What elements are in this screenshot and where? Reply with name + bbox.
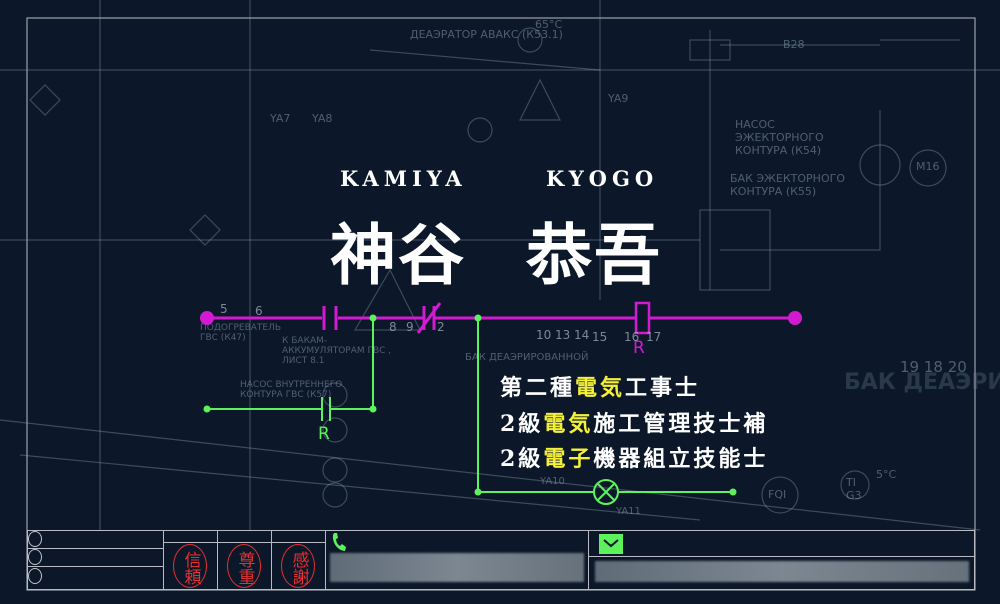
- wire-number: 6: [255, 304, 263, 318]
- bg-label: 65°С: [535, 18, 563, 31]
- lamp: [593, 479, 619, 505]
- qualification-text: 2級: [500, 446, 544, 472]
- name-romaji-given: KYOGO: [546, 166, 659, 191]
- wire-number: 15: [592, 330, 608, 344]
- wire-number: 14: [574, 328, 590, 342]
- qualification: 2級電気施工管理技士補: [500, 406, 768, 438]
- email-header-cell: [588, 530, 975, 557]
- bg-label: YA11: [616, 506, 641, 517]
- title-block-cell: [27, 548, 164, 567]
- circle-mark: [28, 568, 42, 584]
- qualification-highlight: 電子: [543, 446, 594, 472]
- wire-number: 10: [536, 328, 552, 342]
- qualification-text: 第二種: [500, 375, 576, 401]
- qualification-highlight: 電気: [575, 375, 626, 401]
- phone-number-redacted: [330, 553, 584, 582]
- relay-coil: [634, 301, 651, 335]
- title-block-cell: [27, 566, 164, 590]
- bg-label-large: БАК ДЕАЭРИРОВАННОЙ: [844, 370, 1000, 395]
- qualification-highlight: 電気: [543, 411, 594, 437]
- bg-label: ПОДОГРЕВАТЕЛЬ ГВС (К47): [200, 323, 282, 343]
- qualification-text: 工事士: [625, 375, 701, 401]
- email-redacted: [595, 561, 969, 582]
- bg-label: М16: [916, 160, 940, 173]
- bg-label: НАСОС ЭЖЕКТОРНОГО КОНТУРА (К54): [735, 118, 824, 157]
- bg-label: ДЕАЭРАТОР АВАКС (К53.1): [410, 28, 563, 41]
- main-wire: [207, 301, 795, 335]
- wire-number: 13: [555, 328, 571, 342]
- bg-label: FQI: [768, 488, 787, 501]
- bg-label: В28: [783, 38, 805, 51]
- mail-icon: [599, 534, 623, 554]
- stamp-kansha: 感謝: [281, 544, 315, 588]
- sub-wire: [207, 318, 733, 505]
- title-block-cell: [27, 530, 164, 549]
- terminal-dot: [200, 311, 214, 325]
- qualification-text: 機器組立技能士: [593, 446, 769, 472]
- wire-number: 17: [646, 330, 662, 344]
- name-kanji-given: 恭吾: [526, 216, 662, 294]
- circle-mark: [28, 531, 42, 547]
- bg-label: TI G3: [846, 476, 862, 502]
- qualification-text: 施工管理技士補: [593, 411, 769, 437]
- wire-number: 2: [437, 320, 445, 334]
- bg-label: БАК ДЕАЭРИРОВАННОЙ: [465, 352, 589, 363]
- stamp-sonchou: 尊重: [227, 544, 261, 588]
- name-romaji-family: KAMIYA: [340, 166, 467, 191]
- email-cell: [588, 556, 975, 590]
- bg-label: БАК ЭЖЕКТОРНОГО КОНТУРА (К55): [730, 172, 845, 198]
- wire-number: 9: [406, 320, 414, 334]
- bg-label: YA8: [312, 112, 333, 125]
- bg-label: YA10: [540, 476, 565, 487]
- wire-number: 8: [389, 320, 397, 334]
- qualification-text: 2級: [500, 411, 544, 437]
- wire-number: 16: [624, 330, 640, 344]
- bg-label: К БАКАМ-АККУМУЛЯТОРАМ ГВС , ЛИСТ 8.1: [282, 336, 392, 366]
- relay-coil-label: R: [633, 338, 645, 358]
- bg-label: 5°С: [876, 468, 897, 481]
- qualification: 2級電子機器組立技能士: [500, 441, 768, 473]
- relay-contact-label: R: [318, 424, 330, 444]
- name-kanji-family: 神谷: [330, 216, 466, 294]
- phone-icon: [332, 533, 346, 551]
- bg-label: YA9: [608, 92, 629, 105]
- wire-number: 5: [220, 302, 228, 316]
- qualification: 第二種電気工事士: [500, 370, 700, 402]
- circle-mark: [28, 549, 42, 565]
- bg-label: YA7: [270, 112, 291, 125]
- stamp-shinrai: 信頼: [173, 544, 207, 588]
- terminal-dot: [788, 311, 802, 325]
- bg-label: 19 18 20: [900, 358, 967, 376]
- bg-label: НАСОС ВНУТРЕННЕГО КОНТУРА ГВС (К57): [240, 380, 343, 400]
